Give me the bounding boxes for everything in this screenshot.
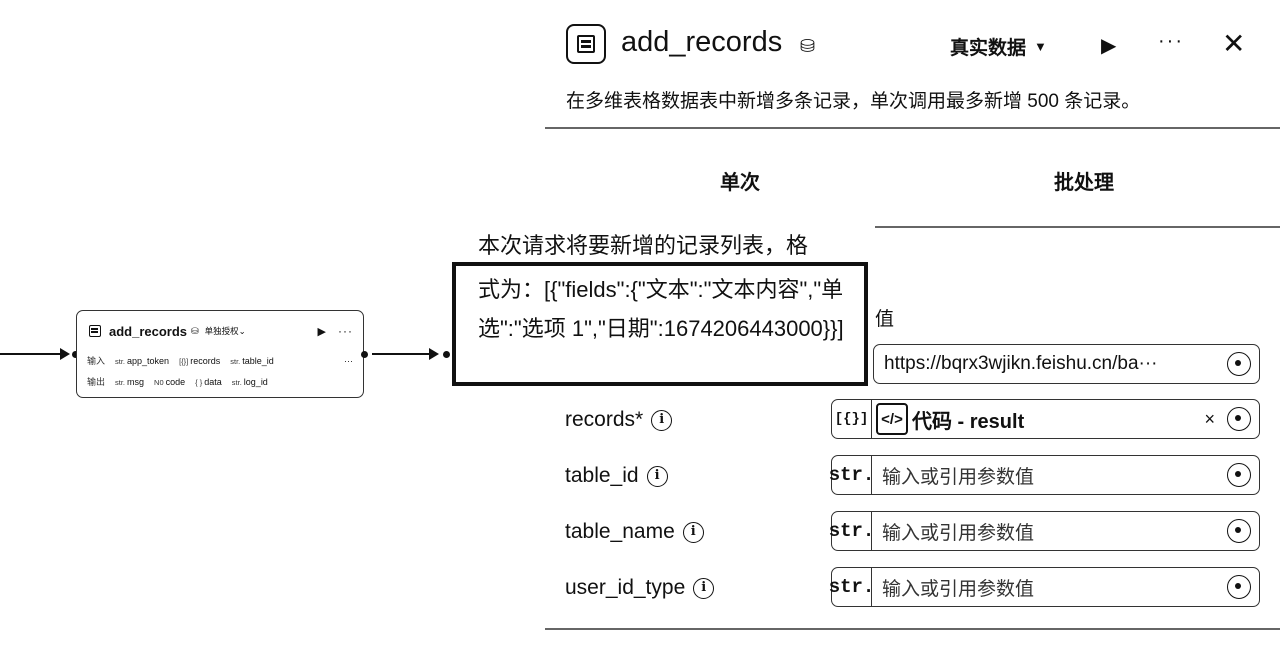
- reference-picker-icon[interactable]: [1227, 407, 1251, 431]
- node-inputs-row: 输入 str.app_token [{}]records str.table_i…: [87, 354, 353, 367]
- type-tag-str: str.: [829, 456, 874, 494]
- reference-picker-icon[interactable]: [1227, 463, 1251, 487]
- tab-single[interactable]: 单次: [720, 172, 760, 194]
- info-icon[interactable]: i: [651, 409, 673, 431]
- table-icon: [566, 24, 606, 64]
- app-token-value: https://bqrx3wjikn.feishu.cn/ba···: [884, 353, 1158, 374]
- node-header: add_records ⛁ 单独授权⌄ ▶ ···: [89, 322, 353, 340]
- info-icon[interactable]: i: [682, 521, 704, 543]
- output-data: { }data: [195, 376, 222, 387]
- clear-icon[interactable]: ×: [1204, 408, 1215, 429]
- input-table-id: str.table_id: [230, 355, 274, 366]
- tab-batch[interactable]: 批处理: [1054, 172, 1114, 194]
- input-records: [{}]records: [179, 355, 221, 366]
- outgoing-arrowhead: [429, 348, 439, 360]
- reference-picker-icon[interactable]: [1227, 575, 1251, 599]
- tab-underline: [875, 226, 1280, 228]
- tooltip-body: 式为：[{"fields":{"文本":"文本内容","单选":"选项 1","…: [478, 277, 844, 341]
- app-token-field[interactable]: https://bqrx3wjikn.feishu.cn/ba···: [873, 344, 1260, 384]
- type-tag-str: str.: [829, 568, 874, 606]
- reference-picker-icon[interactable]: [1227, 519, 1251, 543]
- incoming-arrowhead: [60, 348, 70, 360]
- caret-down-icon: ▼: [1034, 39, 1047, 54]
- auth-label: 单独授权: [204, 326, 239, 336]
- info-icon[interactable]: i: [646, 465, 668, 487]
- reference-picker-icon[interactable]: [1227, 352, 1251, 376]
- tooltip-first-line: 本次请求将要新增的记录列表，格: [478, 233, 809, 258]
- chevron-down-icon: ⌄: [238, 326, 246, 336]
- outputs-label: 输出: [87, 377, 106, 387]
- more-icon[interactable]: ···: [338, 324, 353, 338]
- data-mode-label: 真实数据: [950, 38, 1027, 59]
- output-port[interactable]: [361, 351, 368, 358]
- next-node-port: [443, 351, 450, 358]
- table-id-field[interactable]: str. 输入或引用参数值: [829, 455, 1260, 495]
- user-id-type-field[interactable]: str. 输入或引用参数值: [829, 567, 1260, 607]
- code-icon: </>: [876, 403, 908, 435]
- more-icon[interactable]: ···: [1158, 30, 1184, 52]
- input-port[interactable]: [72, 351, 79, 358]
- store-icon: ⛁: [800, 36, 816, 56]
- more-inputs-icon: ···: [344, 355, 353, 366]
- records-tooltip: 式为：[{"fields":{"文本":"文本内容","单选":"选项 1","…: [452, 262, 868, 386]
- header-divider: [545, 127, 1280, 129]
- data-mode-dropdown[interactable]: 真实数据 ▼: [950, 33, 1047, 60]
- table-id-input[interactable]: 输入或引用参数值: [882, 466, 1035, 488]
- panel-title: add_records: [621, 26, 783, 58]
- info-icon[interactable]: i: [693, 577, 715, 599]
- type-tag-array: [{}]: [832, 400, 872, 438]
- run-icon[interactable]: ▶: [1101, 35, 1117, 57]
- close-icon[interactable]: ✕: [1222, 28, 1246, 59]
- section-divider: [545, 628, 1280, 630]
- table-name-input[interactable]: 输入或引用参数值: [882, 522, 1035, 544]
- node-title: add_records: [109, 323, 188, 339]
- panel-description: 在多维表格数据表中新增多条记录，单次调用最多新增 500 条记录。: [566, 91, 1141, 112]
- store-icon: ⛁: [191, 325, 199, 336]
- table-name-field[interactable]: str. 输入或引用参数值: [829, 511, 1260, 551]
- inputs-label: 输入: [87, 356, 106, 366]
- workflow-node-add-records[interactable]: add_records ⛁ 单独授权⌄ ▶ ··· 输入 str.app_tok…: [76, 310, 364, 398]
- type-tag-str: str.: [829, 512, 874, 550]
- run-icon[interactable]: ▶: [317, 325, 326, 338]
- outgoing-edge: [372, 353, 430, 355]
- records-field[interactable]: [{}] </> 代码 - result ×: [831, 399, 1260, 439]
- param-records-label: records*i: [565, 408, 673, 432]
- input-app-token: str.app_token: [115, 355, 170, 366]
- table-icon: [89, 325, 101, 337]
- auth-dropdown[interactable]: 单独授权⌄: [205, 325, 246, 337]
- user-id-type-input[interactable]: 输入或引用参数值: [882, 578, 1035, 600]
- output-log-id: str.log_id: [231, 376, 268, 387]
- output-msg: str.msg: [115, 376, 145, 387]
- records-ref-chip: 代码 - result: [912, 410, 1025, 433]
- incoming-edge: [0, 353, 60, 355]
- value-column-header: 值: [875, 309, 895, 330]
